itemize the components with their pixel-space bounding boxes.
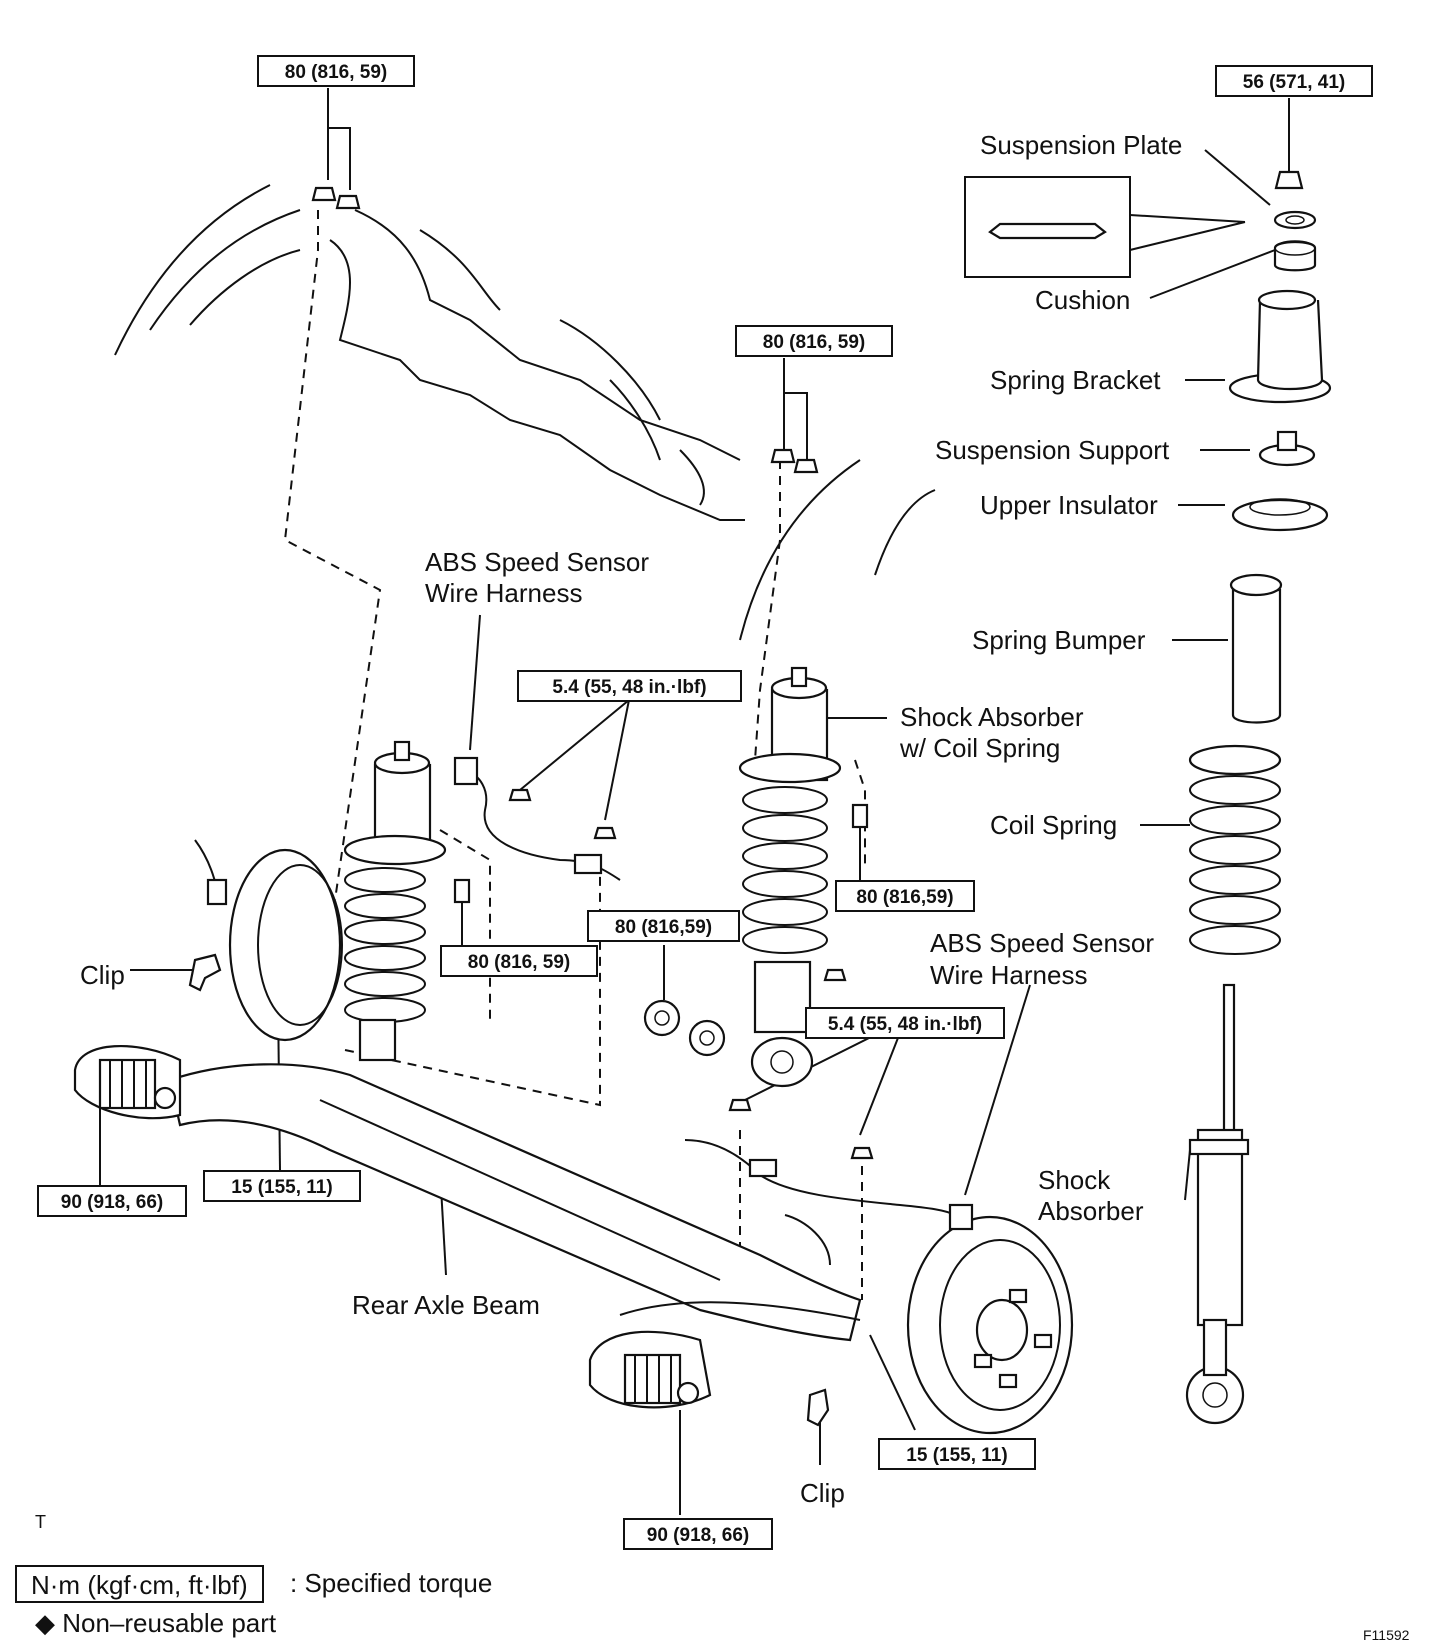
- label-abs-right-line1: ABS Speed Sensor: [930, 928, 1155, 958]
- label-shock-coil-line2: w/ Coil Spring: [900, 733, 1061, 763]
- left-brake-drum: [194, 839, 343, 1042]
- label-spring-bumper: Spring Bumper: [972, 625, 1146, 655]
- label-abs-left-line2: Wire Harness: [425, 578, 583, 608]
- torque-box-right-bottom: 15 (155, 11): [878, 1438, 1036, 1470]
- label-shock-coil-line1: Shock Absorber: [900, 702, 1084, 732]
- torque-box-left-mid: 80 (816, 59): [440, 945, 598, 977]
- torque-box-upper-center: 80 (816, 59): [735, 325, 893, 357]
- suspension-support-part: [1258, 430, 1316, 467]
- spring-bumper-part: [1229, 573, 1283, 724]
- corner-mark: T: [35, 1512, 46, 1532]
- figure-code: F11592: [1363, 1627, 1410, 1643]
- torque-box-top-right: 56 (571, 41): [1215, 65, 1373, 97]
- cushion-part: [1273, 240, 1317, 272]
- legend-nonreusable: ◆ Non–reusable part: [35, 1608, 277, 1638]
- shock-with-coil-center: [738, 666, 869, 1088]
- nut-top-right: [1274, 170, 1304, 190]
- label-upper-insulator: Upper Insulator: [980, 490, 1158, 520]
- suspension-plate-inset: [964, 176, 1246, 278]
- coil-spring-part: [1188, 744, 1282, 955]
- spring-bracket-part: [1228, 289, 1332, 404]
- abs-harnesses: [453, 756, 974, 1321]
- shock-absorber-part: [1185, 983, 1250, 1425]
- torque-box-top-left: 80 (816, 59): [257, 55, 415, 87]
- torque-box-left-bottom-2: 15 (155, 11): [203, 1170, 361, 1202]
- label-cushion: Cushion: [1035, 285, 1131, 315]
- label-coil-spring: Coil Spring: [990, 810, 1118, 840]
- label-clip-bottom: Clip: [800, 1478, 845, 1508]
- rear-axle-beam-drawing: [73, 1045, 862, 1409]
- torque-box-left-bottom: 90 (918, 66): [37, 1185, 187, 1217]
- torque-box-bottom-center: 90 (918, 66): [623, 1518, 773, 1550]
- torque-box-abs-right: 5.4 (55, 48 in.·lbf): [805, 1007, 1005, 1039]
- bushings: [643, 999, 726, 1057]
- label-clip-left: Clip: [80, 960, 125, 990]
- label-spring-bracket: Spring Bracket: [990, 365, 1161, 395]
- label-abs-right-line2: Wire Harness: [930, 960, 1088, 990]
- clips: [188, 953, 830, 1427]
- label-abs-left-line1: ABS Speed Sensor: [425, 547, 650, 577]
- label-shock-line1: Shock: [1038, 1165, 1111, 1195]
- upper-insulator-part: [1231, 498, 1329, 532]
- legend-torque-units: N·m (kgf·cm, ft·lbf): [15, 1565, 264, 1603]
- label-suspension-support: Suspension Support: [935, 435, 1170, 465]
- label-rear-axle-beam: Rear Axle Beam: [352, 1290, 540, 1320]
- label-suspension-plate: Suspension Plate: [980, 130, 1183, 160]
- suspension-plate-part: [1273, 210, 1317, 230]
- label-shock-line2: Absorber: [1038, 1196, 1144, 1226]
- body-panel-drawing: [114, 184, 936, 641]
- legend-torque-desc: : Specified torque: [290, 1568, 493, 1598]
- torque-box-abs-left: 5.4 (55, 48 in.·lbf): [517, 670, 742, 702]
- right-brake-drum: [906, 1215, 1074, 1435]
- left-shock-assembly: [343, 740, 471, 1062]
- nuts: [311, 186, 874, 1160]
- torque-box-right-mid: 80 (816,59): [835, 880, 975, 912]
- torque-box-center-mid: 80 (816,59): [587, 910, 740, 942]
